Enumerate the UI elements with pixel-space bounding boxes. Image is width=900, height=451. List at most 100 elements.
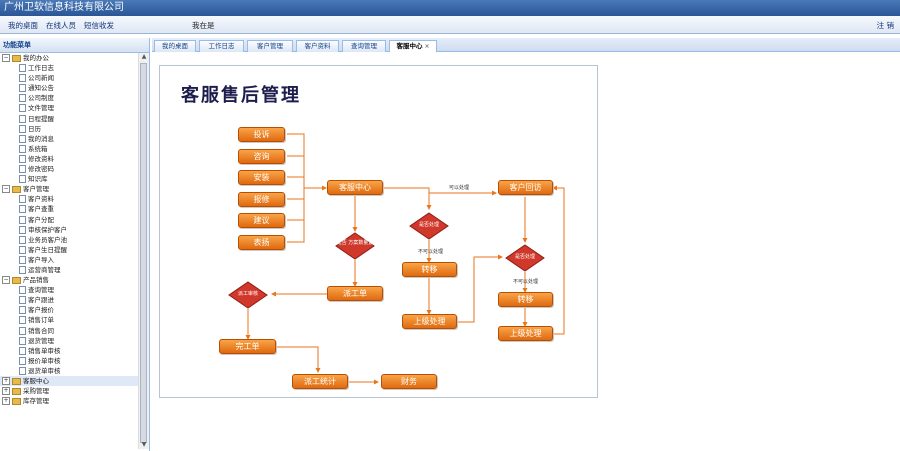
sidebar-scrollbar[interactable]: ▲ ▼ bbox=[138, 53, 149, 449]
tree-group[interactable]: −我的办公 bbox=[0, 53, 138, 63]
tree-item[interactable]: 文件管理 bbox=[0, 103, 138, 113]
tree-item[interactable]: 审核保护客户 bbox=[0, 225, 138, 235]
node-complaint[interactable]: 投诉 bbox=[238, 127, 285, 142]
app-title: 广州卫软信息科技有限公司 bbox=[4, 2, 124, 13]
diamond-onsite-label: 是否 方案数量置 bbox=[336, 240, 374, 246]
sidebar-title: 功能菜单 bbox=[0, 38, 149, 53]
document-icon bbox=[19, 296, 26, 305]
tree-group[interactable]: +客服中心 bbox=[0, 376, 138, 387]
tree-item[interactable]: 修改资料 bbox=[0, 154, 138, 164]
tree-item[interactable]: 客户生日提醒 bbox=[0, 245, 138, 255]
node-dispatch-stats[interactable]: 派工统计 bbox=[292, 374, 348, 389]
diamond-canhandle-1[interactable]: 是否处理 bbox=[409, 212, 449, 240]
sidebar: 功能菜单 −我的办公工作日志公司新闻通知公告公司制度文件管理日程提醒日历我的消息… bbox=[0, 38, 150, 451]
tab-label: 客户管理 bbox=[257, 42, 283, 50]
tree-item[interactable]: 退货管理 bbox=[0, 336, 138, 346]
collapse-icon[interactable]: − bbox=[2, 185, 10, 194]
node-praise[interactable]: 表扬 bbox=[238, 235, 285, 250]
tree-group-label: 产品销售 bbox=[23, 276, 49, 285]
tree-item[interactable]: 销售单审核 bbox=[0, 346, 138, 356]
folder-icon bbox=[12, 185, 21, 193]
node-service-center[interactable]: 客服中心 bbox=[327, 180, 383, 195]
tree-group[interactable]: −客户管理 bbox=[0, 184, 138, 194]
tree-group[interactable]: + 库存管理 bbox=[0, 396, 138, 406]
tree-item[interactable]: 日程提醒 bbox=[0, 114, 138, 124]
tree-item[interactable]: 运营商管理 bbox=[0, 265, 138, 275]
sms-link[interactable]: 短信收发 bbox=[84, 21, 114, 30]
tree-item[interactable]: 公司新闻 bbox=[0, 73, 138, 83]
tree-item[interactable]: 客户跟进 bbox=[0, 295, 138, 305]
tree-item-label: 修改资料 bbox=[28, 154, 54, 163]
document-icon bbox=[19, 286, 26, 295]
scroll-thumb[interactable] bbox=[140, 63, 147, 443]
tree-item[interactable]: 客户分配 bbox=[0, 215, 138, 225]
edge-label-can-handle: 可以处理 bbox=[449, 185, 470, 191]
tree-item[interactable]: 系统箱 bbox=[0, 144, 138, 154]
node-transfer-1[interactable]: 转移 bbox=[402, 262, 457, 277]
tree-item[interactable]: 日历 bbox=[0, 124, 138, 134]
scroll-up-icon[interactable]: ▲ bbox=[141, 53, 147, 60]
collapse-icon[interactable]: − bbox=[2, 54, 10, 62]
expand-icon[interactable]: + bbox=[2, 377, 10, 385]
tree-item[interactable]: 公司制度 bbox=[0, 93, 138, 103]
document-icon bbox=[19, 356, 26, 365]
close-icon[interactable]: × bbox=[424, 43, 430, 50]
edge-label-cannot-handle-2: 不可以处理 bbox=[513, 279, 539, 285]
tree-item[interactable]: 我的消息 bbox=[0, 134, 138, 144]
node-consult[interactable]: 咨询 bbox=[238, 149, 285, 164]
tree-item-label: 日程提醒 bbox=[28, 114, 54, 123]
tree-group-label: 库存管理 bbox=[23, 397, 49, 406]
tree-item[interactable]: 退货单审核 bbox=[0, 366, 138, 376]
node-suggest[interactable]: 建议 bbox=[238, 213, 285, 228]
tab-3[interactable]: 客户资料 bbox=[296, 40, 339, 52]
tree-item[interactable]: 知识库 bbox=[0, 174, 138, 184]
expand-icon[interactable]: + bbox=[2, 387, 10, 396]
tree-item[interactable]: 修改密码 bbox=[0, 164, 138, 174]
logout-link[interactable]: 注 销 bbox=[876, 21, 894, 30]
tree-item-label: 文件管理 bbox=[28, 104, 54, 113]
online-users-link[interactable]: 在线人员 bbox=[46, 21, 76, 30]
scroll-down-icon[interactable]: ▼ bbox=[141, 441, 147, 448]
tree-item[interactable]: 查询管理 bbox=[0, 285, 138, 295]
expand-icon[interactable]: + bbox=[2, 397, 10, 406]
tree-item[interactable]: 工作日志 bbox=[0, 63, 138, 73]
tree-item[interactable]: 客户查重 bbox=[0, 204, 138, 214]
node-revisit[interactable]: 客户回访 bbox=[498, 180, 553, 195]
node-upper-1[interactable]: 上级处理 bbox=[402, 314, 457, 329]
node-dispatch[interactable]: 派工单 bbox=[327, 286, 383, 301]
my-desktop-link[interactable]: 我的桌面 bbox=[8, 21, 38, 30]
tree-item[interactable]: 客户报价 bbox=[0, 305, 138, 315]
tree-item-label: 客户分配 bbox=[28, 215, 54, 224]
diamond-review[interactable]: 派工审核 bbox=[228, 281, 268, 309]
tree-item-label: 报价单审核 bbox=[28, 356, 61, 365]
tree-group[interactable]: +采购管理 bbox=[0, 386, 138, 396]
node-finance[interactable]: 财务 bbox=[381, 374, 437, 389]
tree-group[interactable]: − 产品销售 bbox=[0, 275, 138, 285]
tree-item-label: 系统箱 bbox=[28, 144, 48, 153]
tab-5[interactable]: 客服中心× bbox=[389, 40, 437, 53]
node-transfer-2[interactable]: 转移 bbox=[498, 292, 553, 307]
tree-item[interactable]: 业务员客户池 bbox=[0, 235, 138, 245]
document-icon bbox=[19, 336, 26, 345]
tree-item[interactable]: 通知公告 bbox=[0, 83, 138, 93]
tree-item[interactable]: 销售合同 bbox=[0, 326, 138, 336]
node-repair[interactable]: 报修 bbox=[238, 192, 285, 207]
tree-item[interactable]: 客户导入 bbox=[0, 255, 138, 265]
node-complete[interactable]: 完工单 bbox=[219, 339, 276, 354]
node-upper-2[interactable]: 上级处理 bbox=[498, 326, 553, 341]
tab-0[interactable]: 我的桌面 bbox=[154, 40, 196, 52]
tree-item-label: 知识库 bbox=[28, 175, 48, 184]
tab-strip: 我的桌面工作日志 客户管理 客户资料查询管理客服中心× bbox=[152, 38, 900, 53]
tab-2[interactable]: 客户管理 bbox=[247, 40, 293, 52]
diamond-onsite[interactable]: 是否 方案数量置 bbox=[335, 232, 375, 260]
tab-4[interactable]: 查询管理 bbox=[342, 40, 386, 52]
collapse-icon[interactable]: − bbox=[2, 276, 10, 285]
document-icon bbox=[19, 215, 26, 224]
tree-item[interactable]: 客户资料 bbox=[0, 194, 138, 204]
tree-item[interactable]: 销售订单 bbox=[0, 315, 138, 325]
diamond-canhandle-2[interactable]: 是否处理 bbox=[505, 244, 545, 272]
node-install[interactable]: 安装 bbox=[238, 170, 285, 185]
tree-item[interactable]: 报价单审核 bbox=[0, 356, 138, 366]
tab-1[interactable]: 工作日志 bbox=[199, 40, 244, 52]
tree-item-label: 客户查重 bbox=[28, 205, 54, 214]
